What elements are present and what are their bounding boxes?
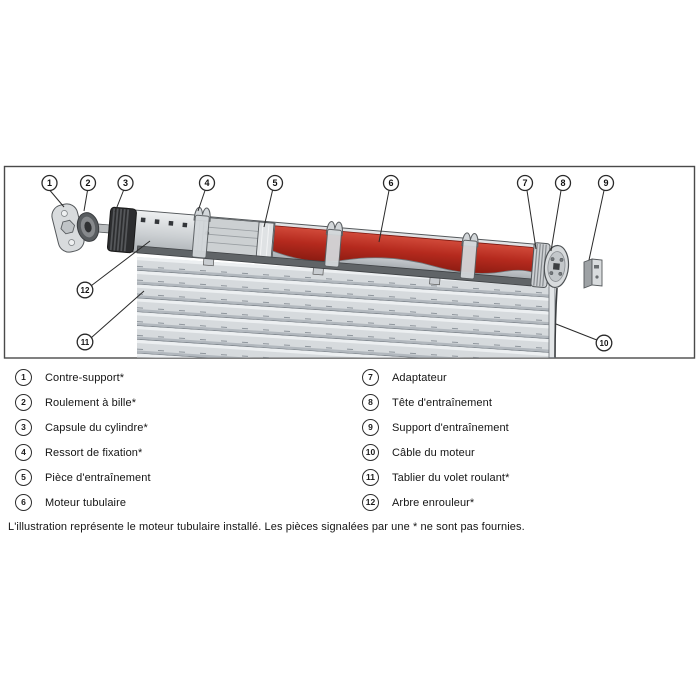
callout-line-8 (550, 190, 562, 252)
callout-number-5: 5 (272, 178, 277, 188)
callout-number-3: 3 (123, 178, 128, 188)
callout-3: 3 (117, 174, 134, 192)
callout-line-11 (91, 290, 145, 338)
shutter-edge-rail (548, 282, 556, 359)
fixing-spring-clip (324, 221, 343, 268)
callout-line-2 (83, 190, 88, 212)
legend-badge-1: 1 (15, 369, 32, 386)
callout-number-1: 1 (47, 178, 52, 188)
legend-label-3: Capsule du cylindre* (45, 421, 148, 434)
callout-10: 10 (595, 334, 613, 352)
motor-cable (554, 287, 558, 358)
fixing-spring-clip (459, 232, 479, 280)
legend-item-8: 8 Tête d'entraînement (362, 390, 509, 415)
legend-item-6: 6 Moteur tubulaire (15, 490, 151, 515)
legend-badge-8: 8 (362, 394, 379, 411)
head-hole (182, 222, 188, 228)
legend-badge-9: 9 (362, 419, 379, 436)
callout-line-1 (49, 190, 65, 208)
legend-label-10: Câble du moteur (392, 446, 475, 459)
legend-item-10: 10 Câble du moteur (362, 440, 509, 465)
legend-item-4: 4 Ressort de fixation* (15, 440, 151, 465)
tubular-motor-assembly (96, 206, 570, 289)
callout-number-7: 7 (522, 178, 527, 188)
legend-item-3: 3 Capsule du cylindre* (15, 415, 151, 440)
callout-7: 7 (516, 174, 534, 192)
legend-item-5: 5 Pièce d'entraînement (15, 465, 151, 490)
legend-badge-7: 7 (362, 369, 379, 386)
legend-label-6: Moteur tubulaire (45, 496, 127, 509)
callout-line-3 (114, 190, 124, 213)
callout-number-4: 4 (204, 178, 209, 188)
callout-line-10 (555, 323, 597, 341)
drive-head-disc (543, 244, 570, 289)
head-hole (154, 219, 160, 225)
support-bracket (583, 258, 603, 289)
legend-item-12: 12 Arbre enrouleur* (362, 490, 509, 515)
callout-line-4 (197, 190, 206, 212)
callout-number-12: 12 (81, 286, 90, 295)
legend-column-right: 7 Adaptateur 8 Tête d'entraînement 9 Sup… (362, 365, 509, 515)
legend: 1 Contre-support* 2 Roulement à bille* 3… (0, 365, 700, 515)
callout-number-6: 6 (388, 178, 393, 188)
legend-label-9: Support d'entraînement (392, 421, 509, 434)
legend-badge-4: 4 (15, 444, 32, 461)
legend-item-7: 7 Adaptateur (362, 365, 509, 390)
callout-2: 2 (79, 174, 97, 192)
callout-9: 9 (597, 174, 615, 192)
callout-line-6 (378, 190, 390, 243)
legend-badge-3: 3 (15, 419, 32, 436)
legend-badge-6: 6 (15, 494, 32, 511)
footnote: L'illustration représente le moteur tubu… (8, 521, 525, 533)
callout-line-7 (526, 190, 537, 250)
legend-badge-10: 10 (362, 444, 379, 461)
legend-label-1: Contre-support* (45, 371, 125, 384)
legend-label-12: Arbre enrouleur* (392, 496, 475, 509)
head-hole (168, 220, 174, 226)
legend-item-1: 1 Contre-support* (15, 365, 151, 390)
legend-label-7: Adaptateur (392, 371, 447, 384)
ball-bearing (76, 212, 100, 242)
legend-label-8: Tête d'entraînement (392, 396, 493, 409)
legend-badge-5: 5 (15, 469, 32, 486)
callout-line-5 (263, 190, 273, 228)
hex-boss (60, 219, 76, 235)
callout-number-2: 2 (85, 178, 90, 188)
legend-item-9: 9 Support d'entraînement (362, 415, 509, 440)
callout-11: 11 (76, 333, 94, 351)
head-hole (140, 217, 146, 223)
callout-5: 5 (266, 174, 284, 192)
callout-12: 12 (76, 281, 94, 299)
callout-1: 1 (41, 174, 58, 192)
legend-badge-11: 11 (362, 469, 379, 486)
callout-4: 4 (198, 174, 216, 192)
callout-lines (49, 190, 605, 341)
legend-label-11: Tablier du volet roulant* (392, 471, 510, 484)
legend-item-11: 11 Tablier du volet roulant* (362, 465, 509, 490)
legend-badge-12: 12 (362, 494, 379, 511)
callout-6: 6 (382, 174, 400, 192)
legend-label-2: Roulement à bille* (45, 396, 137, 409)
legend-label-5: Pièce d'entraînement (45, 471, 151, 484)
legend-badge-2: 2 (15, 394, 32, 411)
callout-number-9: 9 (603, 178, 608, 188)
callout-8: 8 (554, 174, 572, 192)
legend-column-left: 1 Contre-support* 2 Roulement à bille* 3… (15, 365, 151, 515)
callout-line-9 (588, 190, 605, 261)
callout-number-10: 10 (600, 339, 609, 348)
callout-number-11: 11 (81, 338, 90, 347)
legend-item-2: 2 Roulement à bille* (15, 390, 151, 415)
callout-line-12 (91, 240, 151, 286)
legend-label-4: Ressort de fixation* (45, 446, 143, 459)
callout-number-8: 8 (560, 178, 565, 188)
